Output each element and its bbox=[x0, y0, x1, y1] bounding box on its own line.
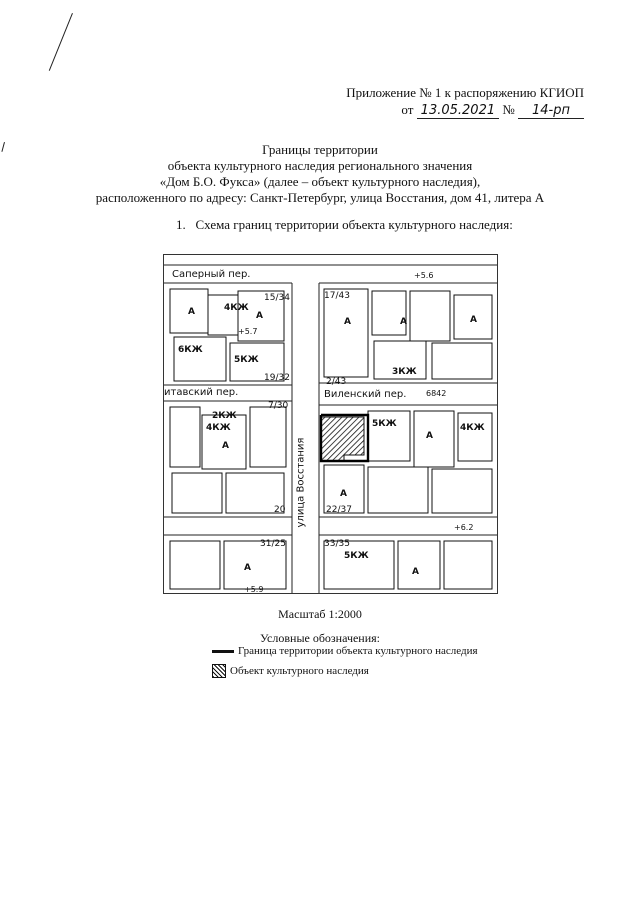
map-label-floors: 3КЖ bbox=[392, 367, 417, 377]
street-label-vosstaniya: улица Восстания bbox=[295, 437, 307, 528]
section-number: 1. bbox=[176, 217, 186, 232]
street-label-kitavsky: итавский пер. bbox=[164, 387, 239, 398]
map-label-floors: 6КЖ bbox=[178, 345, 203, 355]
map-label-address: 17/43 bbox=[324, 291, 350, 301]
legend-object-row: Объект культурного наследия bbox=[212, 664, 369, 678]
document-title: Границы территории объекта культурного н… bbox=[0, 142, 640, 206]
map-drawing bbox=[164, 264, 497, 593]
street-outlines bbox=[164, 264, 497, 593]
section-text: Схема границ территории объекта культурн… bbox=[195, 217, 513, 232]
map-label-floors: 4КЖ bbox=[224, 303, 249, 313]
map-label-a: А bbox=[426, 431, 433, 441]
legend-title: Условные обозначения: bbox=[259, 631, 381, 645]
appendix-header: Приложение № 1 к распоряжению КГИОП от 1… bbox=[346, 84, 584, 119]
title-line-3: «Дом Б.О. Фукса» (далее – объект культур… bbox=[159, 174, 481, 189]
map-label-elevation: +5.6 bbox=[414, 271, 434, 280]
legend-object-swatch bbox=[212, 664, 226, 678]
map-label-a: А bbox=[340, 489, 347, 499]
map-label-elevation: +5.7 bbox=[238, 327, 258, 336]
handwritten-date: 13.05.2021 bbox=[416, 103, 500, 119]
map-label-a: А bbox=[412, 567, 419, 577]
map-scale: Масштаб 1:2000 bbox=[278, 607, 362, 621]
map-label-floors: 4КЖ bbox=[206, 423, 231, 433]
title-line-4: расположенного по адресу: Санкт-Петербур… bbox=[95, 190, 545, 205]
buildings bbox=[169, 288, 493, 590]
map-label-a: А bbox=[470, 315, 477, 325]
map-label-floors: 5КЖ bbox=[234, 355, 259, 365]
map-label-address: 2/43 bbox=[326, 377, 347, 387]
map-label-elevation: +5.9 bbox=[244, 585, 264, 594]
legend-boundary-swatch bbox=[212, 649, 234, 653]
map-label-elevation: 6842 bbox=[426, 389, 447, 398]
number-label: № bbox=[502, 102, 515, 117]
map-label-floors: 5КЖ bbox=[372, 419, 397, 429]
street-label-saperny: Саперный пер. bbox=[172, 269, 251, 280]
map-label-a: А bbox=[188, 307, 195, 317]
map-label-a: А bbox=[344, 317, 351, 327]
map-label-address: 31/25 bbox=[260, 539, 286, 549]
map-label-address: 15/34 bbox=[264, 293, 290, 303]
map-label-a: А bbox=[244, 563, 251, 573]
map-label-address: 22/37 bbox=[326, 505, 352, 515]
map-label-elevation: +6.2 bbox=[454, 523, 474, 532]
legend-boundary-label: Граница территории объекта культурного н… bbox=[238, 645, 478, 657]
legend-object-label: Объект культурного наследия bbox=[230, 665, 369, 677]
map-label-floors: 4КЖ bbox=[460, 423, 485, 433]
section-heading: 1. Схема границ территории объекта культ… bbox=[176, 217, 513, 233]
title-line-2: объекта культурного наследия регионально… bbox=[167, 158, 473, 173]
map-label-address: 7/30 bbox=[268, 401, 289, 411]
map-label-floors: 5КЖ bbox=[344, 551, 369, 561]
title-line-1: Границы территории bbox=[262, 142, 378, 157]
map-label-a: А bbox=[222, 441, 229, 451]
appendix-date-line: от 13.05.2021 № 14-рп bbox=[346, 101, 584, 119]
legend-boundary-row: Граница территории объекта культурного н… bbox=[212, 645, 478, 657]
map-label-a: А bbox=[256, 311, 263, 321]
map-label-a: А bbox=[400, 317, 407, 327]
boundary-map: Саперный пер. Виленский пер. итавский пе… bbox=[163, 254, 498, 594]
handwritten-number: 14-рп bbox=[518, 103, 584, 119]
map-label-address: 19/32 bbox=[264, 373, 290, 383]
street-label-vilensky: Виленский пер. bbox=[324, 389, 407, 400]
heritage-object-outline bbox=[320, 416, 365, 462]
appendix-line: Приложение № 1 к распоряжению КГИОП bbox=[346, 85, 584, 100]
scan-artifact-line bbox=[48, 13, 73, 71]
date-prefix: от bbox=[401, 102, 414, 117]
map-label-floors: 2КЖ bbox=[212, 411, 237, 421]
territory-boundary-line bbox=[319, 413, 370, 463]
map-label-address: 33/35 bbox=[324, 539, 350, 549]
map-label-address: 20 bbox=[274, 505, 286, 515]
